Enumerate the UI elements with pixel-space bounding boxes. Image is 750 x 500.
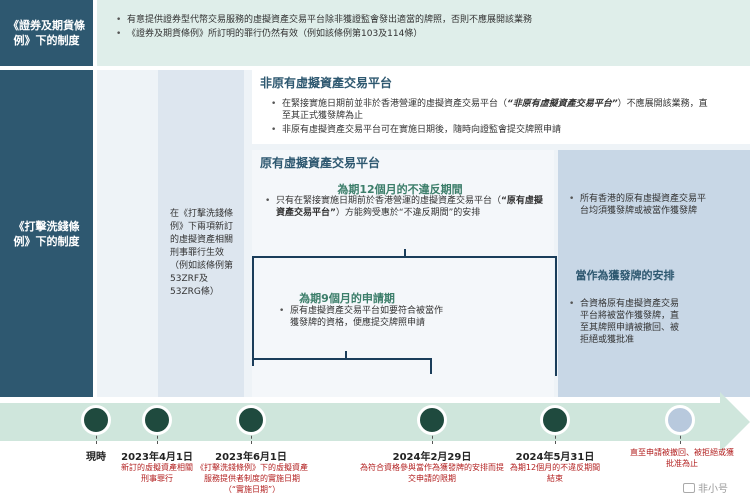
timeline-node-2023-06-01 — [236, 405, 266, 435]
right-bullet-top: 所有香港的原有虛擬資產交易平台均須獲發牌或被當作獲發牌 — [566, 193, 706, 217]
non-existing-bullet-1-em: “非原有虛擬資產交易平台” — [507, 99, 618, 109]
non-contravention-text: 只有在緊接實施日期前於香港營運的虛擬資產交易平台（“原有虛擬資產交易平台”）方能… — [262, 195, 547, 219]
non-contravention-bracket — [252, 256, 557, 258]
existing-title: 原有虛擬資產交易平台 — [260, 156, 381, 170]
non-contravention-post: ）方能夠受惠於“不違反期間”的安排 — [335, 208, 481, 218]
application-bracket-mid — [345, 351, 347, 359]
timeline-node-2023-04-01 — [142, 405, 172, 435]
application-bracket-right — [430, 358, 432, 374]
non-existing-bullet-1-pre: 在緊接實施日期前並非於香港營運的虛擬資產交易平台（ — [282, 99, 508, 109]
timeline-date-now: 現時 — [86, 452, 106, 463]
non-existing-bullet-1: 在緊接實施日期前並非於香港營運的虛擬資產交易平台（“非原有虛擬資產交易平台”）不… — [268, 98, 708, 122]
timeline-desc-end: 直至申請被撤回、被拒絕或獲批准為止 — [630, 448, 734, 468]
timeline-desc-2024-02-29: 為符合資格參與當作為獲發牌的安排而提交申請的限期 — [360, 463, 504, 483]
watermark-text: 非小号 — [698, 484, 728, 495]
amlo-label-text: 《打擊洗錢條例》下的制度 — [13, 219, 80, 248]
timeline-desc-2023-06-01: 《打擊洗錢條例》下的虛擬資產服務提供者制度的實施日期（“實施日期”） — [196, 463, 308, 494]
timeline-desc-2024-05-31: 為期12個月的不違反期間結束 — [509, 463, 601, 483]
non-existing-title: 非原有虛擬資產交易平台 — [260, 76, 393, 90]
timeline-band — [0, 403, 730, 441]
amlo-label: 《打擊洗錢條例》下的制度 — [0, 70, 93, 397]
watermark: 非小号 — [683, 480, 728, 495]
non-contravention-bracket-left — [252, 256, 254, 366]
timeline-date-2024-05-31: 2024年5月31日 — [515, 452, 595, 463]
timeline-node-now — [81, 405, 111, 435]
non-existing-bullet-2: 非原有虛擬資產交易平台可在實施日期後，隨時向證監會提交牌照申請 — [268, 124, 708, 136]
timeline-node-2024-05-31 — [540, 405, 570, 435]
timeline-date-2024-02-29: 2024年2月29日 — [392, 452, 472, 463]
top-bullet-offences: 《證券及期貨條例》所訂明的罪行仍然有效（例如該條例第103及114條） — [113, 28, 734, 40]
application-bracket — [252, 358, 432, 360]
non-contravention-bracket-mid — [404, 249, 406, 257]
securities-ordinance-label-text: 《證券及期貨條例》下的制度 — [8, 19, 85, 47]
timeline-desc-2023-04-01: 新訂的虛擬資產相關刑事罪行 — [121, 463, 193, 483]
application-text: 原有虛擬資產交易平台如要符合被當作獲發牌的資格，便應提交牌照申請 — [276, 305, 444, 329]
timeline-date-2023-06-01: 2023年6月1日 — [215, 452, 287, 463]
deemed-title: 當作為獲發牌的安排 — [575, 269, 675, 282]
watermark-logo-icon — [683, 482, 695, 493]
new-offences-panel: 在《打擊洗錢條例》下兩項新訂的虛擬資產相關刑事罪行生效（例如該條例第53ZRF及… — [158, 70, 244, 397]
non-contravention-pre: 只有在緊接實施日期前於香港營運的虛擬資產交易平台（ — [276, 196, 502, 206]
right-panel — [558, 150, 750, 397]
timeline-date-2023-04-01: 2023年4月1日 — [121, 452, 193, 463]
top-band: 有意提供證券型代幣交易服務的虛擬資產交易平台除非獲證監會發出適當的牌照，否則不應… — [97, 0, 750, 66]
non-existing-bullet-1-post: ）不應展開該業務，直至其正式獲發牌為止 — [282, 99, 708, 121]
deemed-text: 合資格原有虛擬資產交易平台將被當作獲發牌，直至其牌照申請被撤回、被拒絕或獲批准 — [566, 298, 684, 346]
timeline-node-end — [665, 405, 695, 435]
non-contravention-em: “原有虛擬資產交易平台” — [276, 196, 543, 218]
new-offences-text: 在《打擊洗錢條例》下兩項新訂的虛擬資產相關刑事罪行生效（例如該條例第53ZRF及… — [170, 209, 234, 297]
timeline-arrow — [720, 392, 750, 452]
non-contravention-title: 為期12個月的不違反期間 — [337, 183, 463, 196]
application-title: 為期9個月的申請期 — [299, 292, 395, 305]
existing-panel — [252, 150, 554, 397]
top-bullet-licence: 有意提供證券型代幣交易服務的虛擬資產交易平台除非獲證監會發出適當的牌照，否則不應… — [113, 14, 734, 26]
non-contravention-bracket-right — [555, 256, 557, 376]
timeline-node-2024-02-29 — [417, 405, 447, 435]
securities-ordinance-label: 《證券及期貨條例》下的制度 — [0, 0, 93, 66]
